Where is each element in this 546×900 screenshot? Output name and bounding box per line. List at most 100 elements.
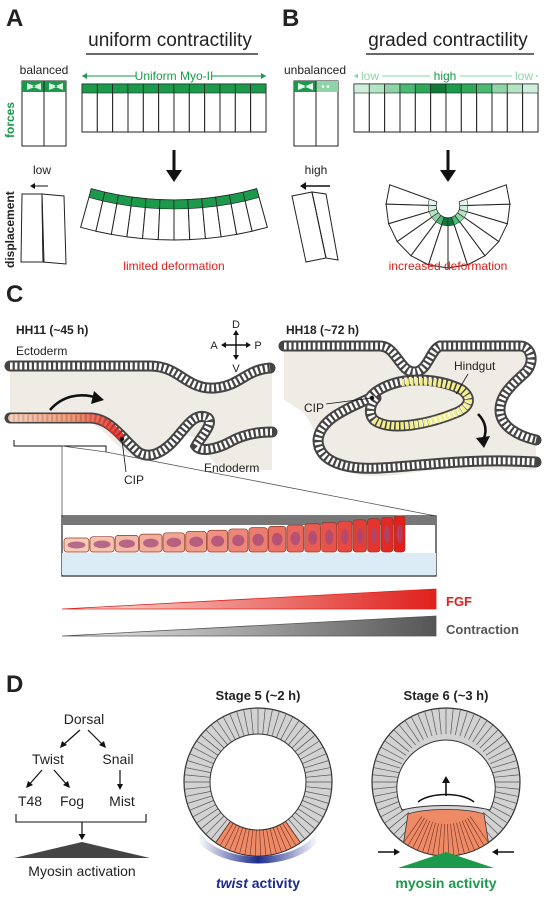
high-displacement-cells — [291, 191, 339, 263]
panel-b-letter: B — [282, 5, 299, 32]
mesoderm-cell-boundary — [450, 823, 455, 856]
embryo-cell-boundary — [493, 767, 519, 773]
mesoderm-cell-boundary — [249, 829, 254, 856]
twist-activity-suffix: activity — [248, 875, 300, 891]
embryo-cell-boundary — [380, 804, 404, 818]
axis-compass: D V A P — [210, 319, 261, 375]
embryo-cell-boundary — [491, 760, 517, 769]
inset-nucleus — [325, 529, 334, 545]
graded-apical-myosin — [445, 83, 462, 94]
embryo-cell-boundary — [196, 808, 219, 824]
embryo-cell-boundary — [300, 804, 324, 818]
unbalanced-label: unbalanced — [284, 63, 346, 77]
stage5-label: Stage 5 (~2 h) — [216, 688, 301, 703]
embryo-cell-boundary — [262, 708, 266, 735]
embryo-cell-boundary — [216, 720, 232, 743]
embryo-cell-boundary — [184, 774, 211, 778]
uniform-apical-myosin — [127, 83, 144, 94]
hh11-fgf-gradient-cells — [8, 414, 124, 440]
mesoderm-cell-boundary — [272, 827, 282, 853]
embryo-yolk — [396, 739, 496, 811]
mesoderm-cell-boundary — [469, 816, 489, 843]
mesoderm-cell-boundary — [234, 827, 244, 853]
panel-c-letter: C — [6, 281, 23, 308]
embryo-cell-boundary — [300, 746, 324, 760]
embryo-cell-boundary — [303, 760, 329, 769]
embryo-cell-boundary — [372, 774, 399, 778]
zoom-line-right — [105, 451, 437, 517]
graded-apical-myosin — [507, 83, 523, 94]
mesoderm-cell-boundary — [453, 823, 460, 855]
embryo-cell-boundary — [372, 786, 399, 790]
embryo-cell-boundary — [187, 795, 213, 804]
embryo-cell-boundary — [236, 711, 245, 737]
uniform-apical-myosin — [97, 83, 113, 94]
ventral-mesoderm — [403, 809, 489, 857]
uniform-apical-myosin — [173, 83, 190, 94]
inset-nucleus — [143, 538, 159, 548]
stage6-embryo — [371, 707, 521, 857]
twist-label: Twist — [32, 751, 64, 767]
balanced-cell-pair — [21, 80, 67, 147]
twist-activity-arc — [194, 832, 322, 864]
panel-a-letter: A — [6, 5, 23, 32]
mesoderm-cell-boundary — [266, 829, 272, 855]
embryo-cell-boundary — [479, 729, 499, 749]
graded-apical-myosin — [353, 83, 370, 94]
fog-label: Fog — [60, 793, 84, 809]
embryo-cell-boundary — [305, 767, 331, 773]
inset-nucleus — [271, 532, 283, 546]
panel-c: C HH11 (~45 h) HH18 (~72 h) Ectoderm End… — [4, 281, 542, 637]
contraction-gradient-wedge — [61, 615, 437, 637]
embryo-cell-boundary — [464, 713, 475, 738]
axis-a: A — [210, 340, 218, 352]
mesoderm-cell-boundary — [456, 822, 465, 854]
embryo-cell-boundary — [375, 795, 401, 804]
inset-nucleus — [252, 533, 264, 546]
embryo-cell-boundary — [297, 808, 320, 824]
embryo-cell-boundary — [417, 713, 428, 738]
graded-apical-myosin — [491, 83, 508, 94]
embryo-cell-boundary — [185, 791, 211, 797]
inset-nucleus — [118, 539, 136, 548]
embryo-cell-boundary — [184, 786, 211, 790]
embryo-cell-boundary — [493, 786, 520, 790]
hindgut-label: Hindgut — [454, 359, 496, 373]
myosin-activity-label: myosin activity — [395, 875, 496, 891]
embryo-cell-boundary — [192, 804, 216, 818]
hh18-stage-label: HH18 (~72 h) — [286, 323, 359, 337]
embryo-cell-boundary — [205, 729, 225, 749]
graded-apical-myosin — [384, 83, 401, 94]
embryo-cell-boundary — [485, 740, 508, 756]
inset-cell-row — [63, 515, 406, 553]
curved-apical-myosin — [215, 194, 232, 207]
curved-apical-myosin — [187, 198, 203, 209]
low-label: low — [33, 163, 51, 177]
mesoderm-cell-boundary — [461, 820, 475, 851]
twist-italic: twist — [216, 875, 249, 891]
uniform-apical-myosin — [112, 83, 129, 94]
v-apical-myosin — [458, 198, 469, 206]
ectoderm-label: Ectoderm — [16, 344, 67, 358]
embryo-cell-boundary — [488, 804, 512, 818]
dorsal-label: Dorsal — [64, 711, 104, 727]
mist-label: Mist — [109, 793, 135, 809]
curved-apical-myosin — [173, 199, 189, 210]
embryo-cell-boundary — [189, 753, 214, 764]
increased-deformation-label: increased deformation — [389, 259, 508, 273]
graded-apical-myosin — [522, 83, 539, 94]
embryo-cell-boundary — [398, 724, 416, 746]
inset-nucleus — [370, 526, 377, 544]
mesoderm-cell-boundary — [437, 823, 442, 856]
uniform-apical-myosin — [189, 83, 205, 94]
embryo-cell-boundary — [305, 786, 332, 790]
embryo-cell-boundary — [280, 716, 294, 740]
mesoderm-cell-boundary — [229, 826, 240, 851]
embryo-cell-boundary — [294, 734, 316, 752]
inset-nucleus — [341, 528, 349, 545]
embryo-cell-boundary — [373, 767, 399, 773]
balanced-label: balanced — [20, 63, 69, 77]
mesoderm-cell-boundary — [219, 823, 234, 846]
unbalanced-cell-pair — [293, 80, 339, 147]
inset-nucleus — [232, 534, 245, 547]
